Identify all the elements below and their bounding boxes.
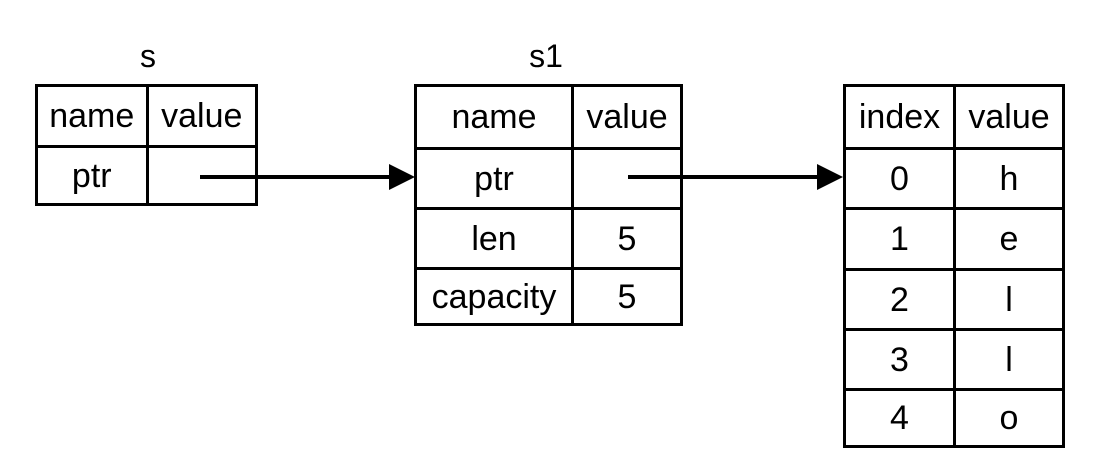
table-s-row-ptr: ptr — [38, 148, 255, 203]
table-s1-cell-name-ptr: ptr — [417, 150, 574, 207]
table-s1-header-row: name value — [417, 87, 680, 150]
table-s1-cell-name-len: len — [417, 210, 574, 267]
table-heap-cell-index-2: 2 — [846, 271, 956, 328]
table-s-cell-name-ptr: ptr — [38, 148, 149, 203]
table-s1-cell-value-capacity: 5 — [617, 277, 637, 316]
table-heap-header-row: index value — [846, 87, 1062, 150]
arrow-s1-ptr-to-heap-head — [817, 164, 843, 190]
table-heap-row-4: 4 o — [846, 391, 1062, 445]
arrow-s-ptr-to-s1-line — [200, 175, 392, 179]
table-heap-cell-value-2: l — [1005, 280, 1013, 319]
table-s1: name value ptr len 5 capacity 5 — [414, 84, 683, 326]
table-heap-row-1: 1 e — [846, 210, 1062, 271]
table-s1-cell-name-capacity: capacity — [417, 270, 574, 323]
table-heap-cell-index-4: 4 — [846, 391, 956, 445]
table-heap-header-index: index — [846, 87, 956, 147]
table-heap-cell-value-1: e — [999, 220, 1019, 258]
arrow-s-ptr-to-s1-head — [389, 164, 415, 190]
table-heap-cell-index-1: 1 — [846, 210, 956, 268]
table-heap-cell-value-3: l — [1005, 340, 1013, 379]
table-label-s1: s1 — [529, 38, 563, 74]
table-heap-row-2: 2 l — [846, 271, 1062, 331]
table-s-header-name: name — [38, 87, 149, 146]
table-s-header-value: value — [161, 97, 243, 136]
table-heap-cell-index-3: 3 — [846, 331, 956, 388]
table-heap-header-value: value — [968, 98, 1050, 136]
table-heap-row-0: 0 h — [846, 150, 1062, 210]
arrow-s1-ptr-to-heap-line — [628, 175, 821, 179]
table-s-header-row: name value — [38, 87, 255, 149]
table-label-s: s — [140, 38, 156, 74]
table-s1-header-value: value — [586, 98, 668, 136]
table-heap-cell-value-4: o — [999, 399, 1019, 437]
table-s1-row-capacity: capacity 5 — [417, 270, 680, 323]
table-heap: index value 0 h 1 e 2 l 3 l 4 o — [843, 84, 1065, 448]
table-heap-cell-value-0: h — [999, 159, 1019, 198]
table-s1-cell-value-len: 5 — [617, 219, 637, 258]
table-heap-cell-index-0: 0 — [846, 150, 956, 207]
table-s1-row-len: len 5 — [417, 210, 680, 270]
table-s1-header-name: name — [417, 87, 574, 147]
table-s: name value ptr — [35, 84, 258, 206]
table-heap-row-3: 3 l — [846, 331, 1062, 391]
table-s1-row-ptr: ptr — [417, 150, 680, 210]
